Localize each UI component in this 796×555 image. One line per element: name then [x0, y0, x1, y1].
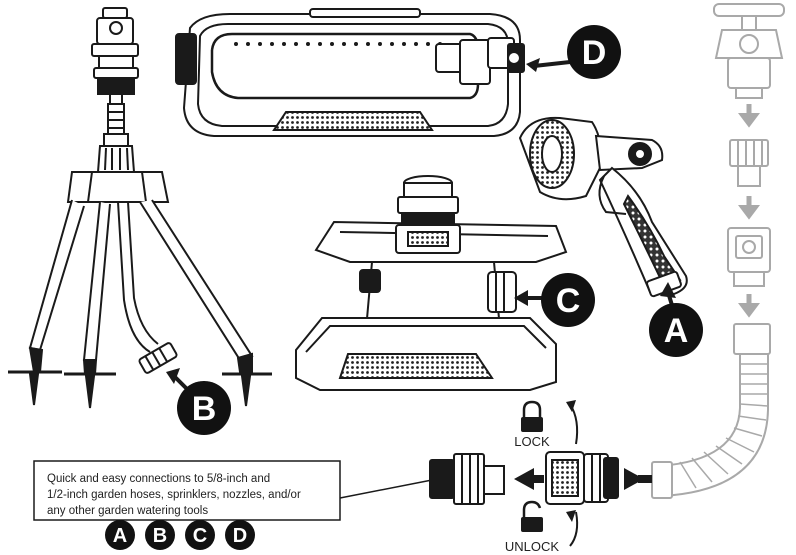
- small-badge-c: C: [185, 520, 215, 550]
- unlock-label: UNLOCK: [505, 539, 560, 554]
- badge-c: C: [541, 273, 595, 327]
- lock-icon: [521, 400, 543, 432]
- svg-text:D: D: [233, 525, 247, 547]
- badge-d: D: [567, 25, 621, 79]
- flow-arrow-right: [624, 468, 644, 490]
- spray-nozzle: [518, 116, 688, 298]
- callout-line-3: any other garden watering tools: [47, 505, 209, 517]
- quick-coupler: [545, 451, 619, 505]
- svg-text:B: B: [192, 390, 217, 428]
- badge-b: B: [177, 381, 231, 435]
- svg-text:D: D: [582, 34, 607, 72]
- svg-text:B: B: [153, 525, 167, 547]
- pulsating-sprinkler: [295, 175, 568, 391]
- svg-text:C: C: [193, 525, 207, 547]
- callout-line-1: Quick and easy connections to 5/8-inch a…: [47, 473, 271, 485]
- svg-text:C: C: [556, 282, 581, 320]
- rotate-lock-arrow: [566, 400, 576, 412]
- small-badge-b: B: [145, 520, 175, 550]
- hose-connector-assembly: [651, 3, 785, 499]
- unlock-icon: [521, 500, 543, 532]
- oscillating-sprinkler: [175, 8, 525, 137]
- callout-box: [33, 460, 341, 521]
- flow-arrow-left: [514, 468, 534, 490]
- lock-label: LOCK: [514, 434, 550, 449]
- male-connector: [429, 453, 505, 505]
- svg-text:A: A: [664, 312, 689, 350]
- small-badge-a: A: [105, 520, 135, 550]
- tripod-sprinkler: [8, 7, 272, 409]
- badge-a: A: [649, 303, 703, 357]
- svg-text:A: A: [113, 525, 127, 547]
- small-badge-d: D: [225, 520, 255, 550]
- rotate-unlock-arrow: [566, 510, 576, 522]
- callout-text: Quick and easy connections to 5/8-inch a…: [47, 471, 347, 519]
- callout-line-2: 1/2-inch garden hoses, sprinklers, nozzl…: [47, 489, 301, 501]
